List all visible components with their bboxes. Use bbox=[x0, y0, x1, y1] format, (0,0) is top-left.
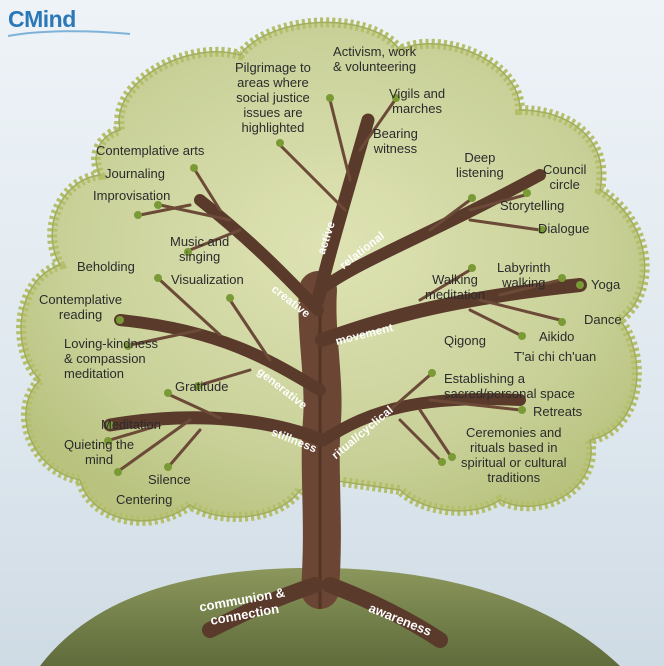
label-retreats: Retreats bbox=[533, 404, 583, 419]
label-labyrinth: Labyrinth walking bbox=[497, 260, 551, 290]
label-qigong: Qigong bbox=[444, 333, 486, 348]
tree-trunk bbox=[103, 94, 587, 648]
label-dance: Dance bbox=[584, 312, 622, 327]
label-vigils: Vigils and marches bbox=[389, 86, 446, 116]
label-taichi: T'ai chi ch'uan bbox=[514, 349, 597, 364]
label-yoga: Yoga bbox=[591, 277, 621, 292]
label-visualization: Visualization bbox=[171, 272, 244, 287]
label-dialogue: Dialogue bbox=[538, 221, 590, 236]
label-loving-kindness: Loving-kindness & compassion meditation bbox=[64, 336, 158, 381]
label-improvisation: Improvisation bbox=[93, 188, 171, 203]
label-walking-meditation: Walking meditation bbox=[425, 272, 485, 302]
label-music: Music and singing bbox=[170, 234, 230, 264]
label-silence: Silence bbox=[148, 472, 191, 487]
label-ceremonies: Ceremonies and rituals based in spiritua… bbox=[461, 425, 567, 485]
logo-text: CMind bbox=[8, 6, 76, 32]
label-contemplative-reading: Contemplative reading bbox=[39, 292, 123, 322]
label-sacred-space: Establishing a sacred/personal space bbox=[444, 371, 575, 401]
label-bearing: Bearing witness bbox=[373, 126, 418, 156]
label-quieting: Quieting the mind bbox=[64, 437, 135, 467]
label-pilgrimage: Pilgrimage to areas where social justice… bbox=[235, 60, 311, 135]
label-deep-listening: Deep listening bbox=[456, 150, 504, 180]
label-journaling: Journaling bbox=[105, 166, 165, 181]
label-centering: Centering bbox=[116, 492, 173, 507]
label-beholding: Beholding bbox=[77, 259, 135, 274]
label-meditation: Meditation bbox=[101, 417, 161, 432]
label-aikido: Aikido bbox=[539, 329, 575, 344]
label-gratitude: Gratitude bbox=[175, 379, 229, 394]
label-council: Council circle bbox=[543, 162, 587, 192]
cmind-logo: CMind bbox=[8, 6, 76, 33]
label-activism: Activism, work & volunteering bbox=[333, 44, 417, 74]
label-storytelling: Storytelling bbox=[500, 198, 565, 213]
label-contemplative-arts: Contemplative arts bbox=[96, 143, 205, 158]
logo-swoosh bbox=[7, 30, 131, 37]
hill bbox=[40, 567, 620, 666]
